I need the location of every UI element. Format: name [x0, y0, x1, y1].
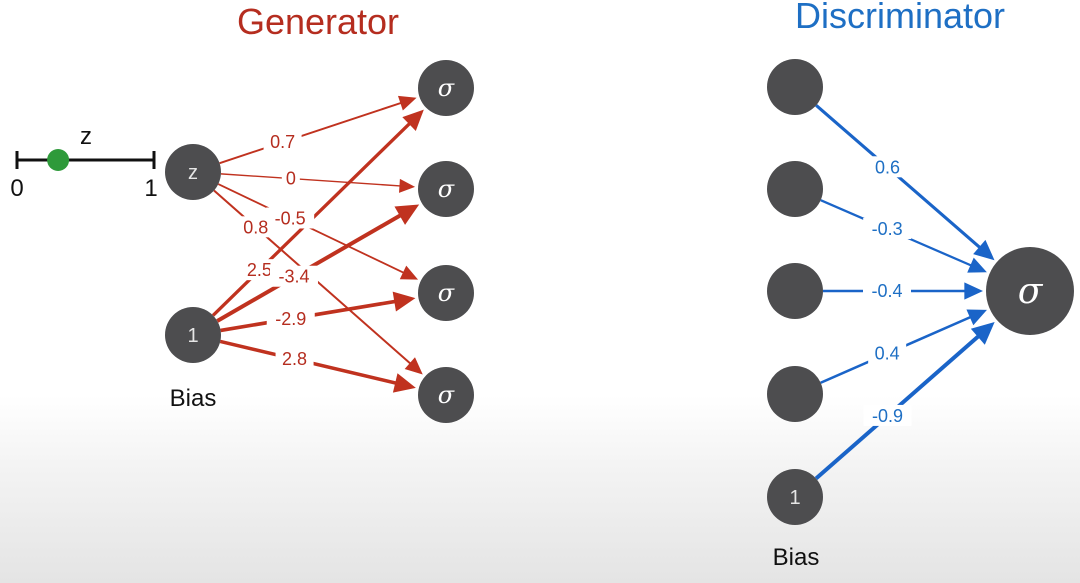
generator-edge-arrowhead	[392, 373, 416, 393]
slider-var-label: z	[80, 123, 92, 150]
weight-label-background	[266, 207, 315, 229]
weight-label-background	[266, 307, 315, 329]
generator-title: Generator	[237, 1, 399, 42]
weight-label-background	[863, 280, 911, 301]
weight-label: -2.9	[275, 309, 306, 329]
generator-input-z: z	[165, 144, 221, 200]
weight-label: -0.9	[872, 406, 903, 426]
generator-edge-arrowhead	[397, 95, 417, 111]
discriminator-bias-label: 1	[789, 487, 800, 509]
weight-label-background	[868, 342, 907, 364]
weight-label: -0.3	[872, 219, 903, 239]
generator-bias-caption: Bias	[170, 385, 217, 412]
z-slider: z 0 1	[10, 123, 157, 202]
generator-output-node	[418, 265, 474, 321]
weight-label: -0.5	[275, 208, 306, 228]
discriminator-edge	[815, 104, 987, 254]
generator-edge-arrowhead	[392, 291, 416, 312]
weight-label: 2.8	[282, 349, 307, 369]
weight-label-background	[275, 348, 314, 370]
sigma-symbol: σ	[438, 381, 455, 409]
generator-output-node	[418, 60, 474, 116]
weight-label-background	[868, 156, 907, 178]
generator-edge-arrowhead	[398, 178, 416, 193]
weight-label-background	[263, 131, 302, 153]
discriminator-edge-arrowhead	[973, 239, 995, 261]
weight-label-background	[863, 218, 912, 240]
discriminator-bias-caption: Bias	[773, 544, 820, 571]
generator-input-label: z	[188, 162, 198, 184]
generator-input-node	[165, 144, 221, 200]
generator-edges: 0.7 0 -0.5 0.8 2.5 -3.4 -2.9 2.8	[211, 95, 424, 393]
discriminator-input-node	[767, 161, 823, 217]
discriminator-output-node	[986, 247, 1074, 335]
discriminator-title: Discriminator	[795, 0, 1005, 36]
weight-label-background	[863, 404, 912, 426]
weight-label: 0.8	[243, 217, 268, 237]
weight-label: 0.4	[875, 344, 900, 364]
discriminator-edge	[814, 329, 986, 481]
generator-weight-labels: 0.7 0 -0.5 0.8 2.5 -3.4 -2.9 2.8	[236, 131, 318, 370]
weight-label-background	[269, 265, 318, 287]
generator-edge	[217, 183, 410, 277]
generator-output-node	[418, 367, 474, 423]
discriminator-input-nodes: 1	[767, 59, 823, 525]
discriminator-output: σ	[986, 247, 1074, 335]
generator-edge	[220, 173, 406, 187]
discriminator-input-node	[767, 366, 823, 422]
discriminator-edges: 0.6 -0.3 -0.4 0.4 -0.9	[814, 104, 995, 481]
discriminator-weight-labels: 0.6 -0.3 -0.4 0.4 -0.9	[863, 156, 912, 426]
weight-label-background	[240, 259, 279, 281]
sigma-symbol: σ	[438, 175, 455, 203]
generator-bias-label: 1	[187, 325, 198, 347]
slider-value-dot	[47, 149, 70, 171]
sigma-symbol: σ	[1018, 271, 1044, 312]
generator-bias-node	[165, 307, 221, 363]
sigma-symbol: σ	[438, 279, 455, 307]
weight-label-background	[281, 167, 300, 189]
weight-label: 0	[286, 169, 296, 189]
slider-max-label: 1	[144, 175, 157, 202]
weight-label: 0.7	[270, 132, 295, 152]
generator-edge	[219, 100, 408, 165]
generator-edge-arrowhead	[399, 265, 419, 280]
discriminator-edge-arrowhead	[967, 257, 987, 273]
weight-label: 0.6	[875, 157, 900, 177]
discriminator-edge-arrowhead	[970, 321, 995, 345]
generator-edge-arrowhead	[394, 204, 420, 225]
discriminator-input-node	[767, 263, 823, 319]
generator-edge-arrowhead	[404, 357, 423, 375]
slider-min-label: 0	[10, 175, 23, 202]
discriminator-edge-arrowhead	[966, 309, 987, 326]
discriminator-bias-node	[767, 469, 823, 525]
weight-label: 2.5	[247, 260, 272, 280]
generator-edge-arrowhead	[402, 109, 424, 131]
weight-label: -3.4	[278, 267, 309, 287]
sigma-symbol: σ	[438, 74, 455, 102]
generator-output-node	[418, 161, 474, 217]
weight-label: -0.4	[871, 281, 902, 301]
generator-output-nodes: σ σ σ σ	[418, 60, 474, 423]
discriminator-input-node	[767, 59, 823, 115]
weight-label-background	[236, 216, 275, 238]
generator-input-bias: 1	[165, 307, 221, 363]
discriminator-edge-arrowhead	[964, 282, 983, 300]
